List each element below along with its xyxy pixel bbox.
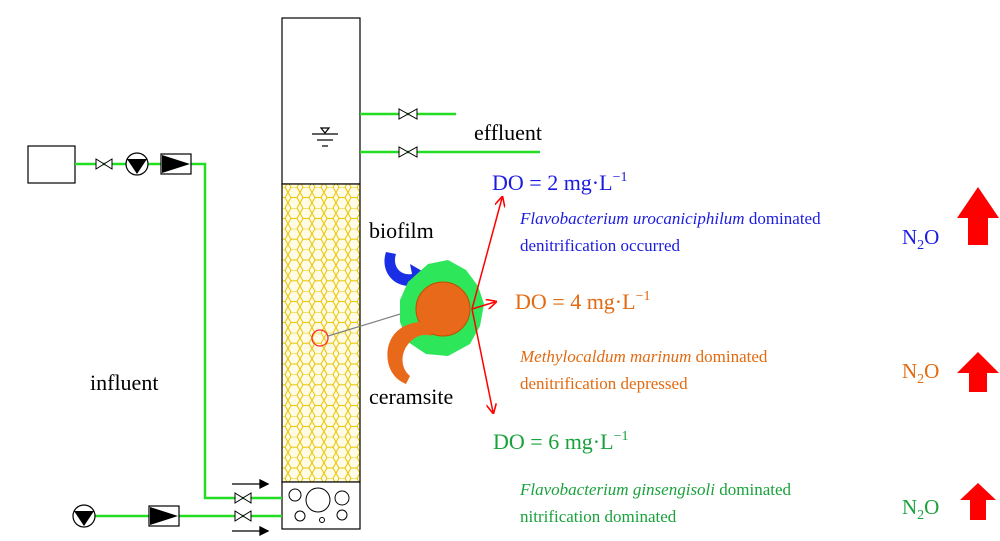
water-level-icon [312, 127, 338, 147]
effluent-label: effluent [474, 120, 542, 145]
do-2-n2o-up-arrow-icon [957, 187, 999, 245]
do-6-species-line: Flavobacterium ginsengisoli dominated [519, 480, 792, 499]
do-6-n2o-label: N2O [902, 495, 939, 523]
aeration-bubbles [288, 487, 350, 523]
influent-flowmeter-icon [160, 153, 192, 175]
do-2-species-line: Flavobacterium urocaniciphilum dominated [519, 209, 821, 228]
zoom-marker-circle [311, 329, 329, 347]
influent-valve-icon [95, 158, 113, 170]
ceramsite-label: ceramsite [369, 384, 453, 409]
air-pump-icon [72, 504, 96, 528]
influent-tank [27, 145, 76, 184]
effluent-valve-upper-icon [398, 108, 418, 120]
do-6-n2o-up-arrow-icon [960, 483, 996, 520]
inlet-valve-upper-icon [234, 492, 252, 504]
do-arrows [471, 198, 502, 412]
do-6-heading: DO = 6 mg·L−1 [493, 429, 628, 454]
do-4-species-line: Methylocaldum marinum dominated [519, 347, 768, 366]
inlet-flow-arrows [232, 478, 270, 537]
air-flowmeter-icon [148, 505, 180, 527]
do-4-n2o-up-arrow-icon [957, 352, 999, 392]
do-6-process-line: nitrification dominated [520, 507, 677, 526]
do-2-n2o-label: N2O [902, 225, 939, 253]
inlet-valve-lower-icon [234, 510, 252, 522]
do-4-heading: DO = 4 mg·L−1 [515, 289, 650, 314]
do-2-process-line: denitrification occurred [520, 236, 681, 255]
do-2-heading: DO = 2 mg·L−1 [492, 170, 627, 195]
influent-pipe [75, 162, 282, 518]
reactor-column [281, 17, 361, 530]
effluent-valve-lower-icon [398, 146, 418, 158]
influent-pump-icon [125, 152, 149, 176]
ceramsite-arrow-icon [387, 321, 432, 384]
ceramsite-particle [415, 281, 471, 337]
biofilm-label: biofilm [369, 218, 434, 243]
do-4-n2o-label: N2O [902, 359, 939, 387]
do-4-process-line: denitrification depressed [520, 374, 688, 393]
influent-label: influent [90, 370, 158, 395]
